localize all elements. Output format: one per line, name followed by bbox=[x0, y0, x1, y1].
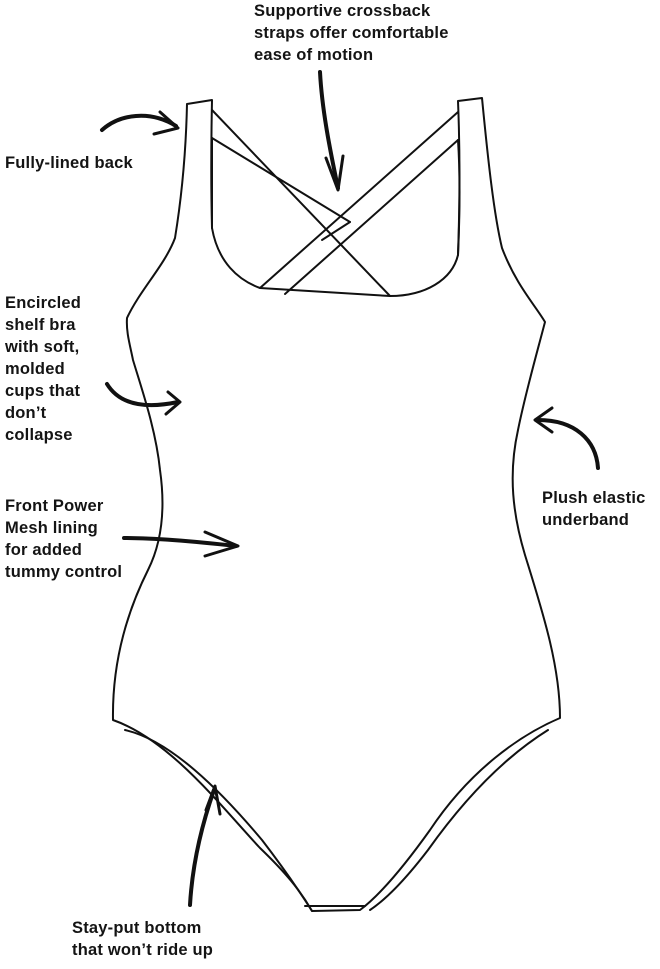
swimsuit-outline bbox=[113, 98, 560, 911]
callout-power-mesh: Front Power Mesh lining for added tummy … bbox=[5, 495, 145, 583]
crossback-strap-b-edge2 bbox=[285, 140, 458, 294]
arrow-crossback bbox=[320, 72, 343, 190]
leg-lining-right bbox=[370, 730, 548, 910]
crossback-strap-a-edge3 bbox=[322, 222, 350, 240]
crossback-strap-b-edge1 bbox=[260, 112, 458, 288]
crossback-strap-a-edge1 bbox=[212, 110, 390, 296]
neckline-inner-right bbox=[458, 140, 460, 255]
arrow-underband bbox=[535, 408, 598, 468]
leg-lining-left bbox=[125, 730, 312, 911]
callout-crossback-straps: Supportive crossback straps offer comfor… bbox=[254, 0, 504, 66]
callout-elastic-underband: Plush elastic underband bbox=[542, 487, 660, 531]
callout-stay-put-bottom: Stay-put bottom that won’t ride up bbox=[72, 917, 272, 961]
arrow-lined-back bbox=[102, 112, 178, 134]
arrow-bottom bbox=[190, 786, 220, 905]
callout-lined-back: Fully-lined back bbox=[5, 152, 175, 174]
callout-shelf-bra: Encircled shelf bra with soft, molded cu… bbox=[5, 292, 125, 446]
